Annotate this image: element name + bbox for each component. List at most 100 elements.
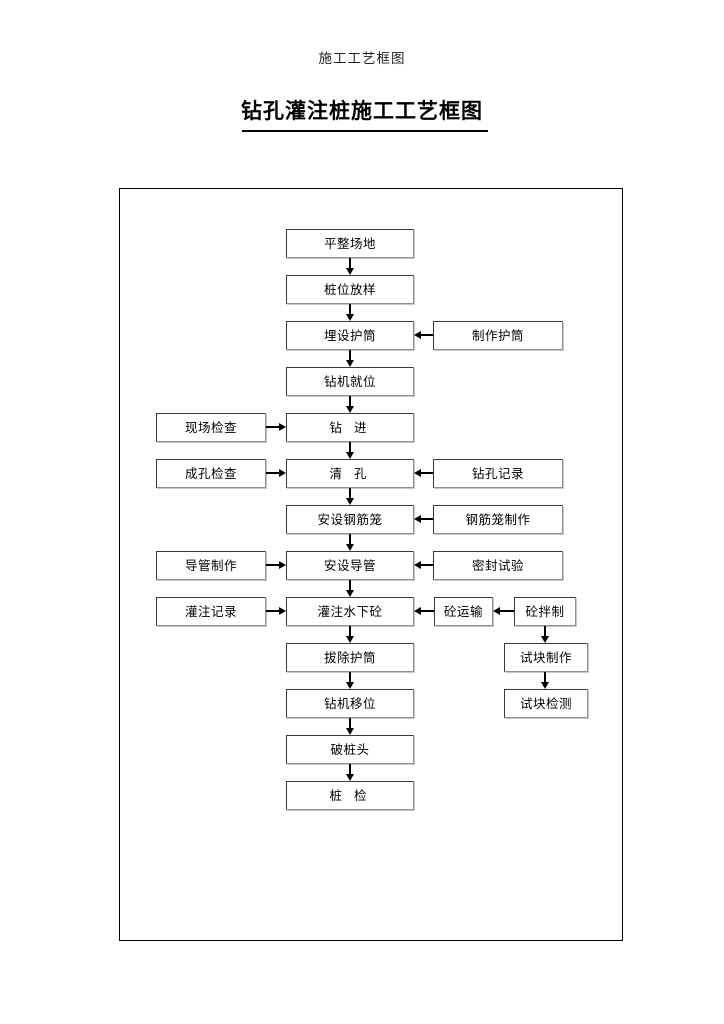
arrow-down-icon — [345, 314, 354, 321]
node-label: 安设钢筋笼 — [317, 511, 383, 527]
connector-vertical — [349, 718, 351, 728]
node-tremie-fab[interactable]: 导管制作 — [156, 551, 266, 580]
connector-vertical — [349, 258, 351, 268]
arrow-down-icon — [345, 498, 354, 505]
node-label: 砼运输 — [443, 603, 483, 619]
node-label: 成孔检查 — [184, 465, 237, 481]
node-label: 埋设护筒 — [323, 327, 376, 343]
node-concrete-transport[interactable]: 砼运输 — [434, 597, 493, 626]
node-label: 试块检测 — [519, 695, 572, 711]
connector-horizontal — [421, 564, 433, 566]
connector-vertical — [349, 626, 351, 636]
node-label: 导管制作 — [184, 557, 237, 573]
node-install-rebar-cage[interactable]: 安设钢筋笼 — [286, 505, 414, 534]
arrow-right-icon — [279, 561, 286, 569]
connector-horizontal — [421, 334, 433, 336]
arrow-right-icon — [279, 423, 286, 431]
node-label: 破桩头 — [330, 741, 370, 757]
arrow-down-icon — [540, 682, 549, 689]
arrow-left-icon — [414, 469, 421, 477]
arrow-down-icon — [345, 452, 354, 459]
node-drill-in-position[interactable]: 钻机就位 — [286, 367, 414, 396]
node-label: 钢筋笼制作 — [465, 511, 531, 527]
connector-vertical — [349, 350, 351, 360]
arrow-down-icon — [345, 360, 354, 367]
node-label: 灌注记录 — [184, 603, 237, 619]
node-specimen-testing[interactable]: 试块检测 — [504, 689, 588, 718]
arrow-left-icon — [414, 607, 421, 615]
connector-vertical — [349, 488, 351, 498]
document-subtitle: 施工工艺框图 — [318, 51, 406, 67]
node-label: 钻 进 — [329, 419, 371, 435]
node-label: 制作护筒 — [471, 327, 524, 343]
connector-vertical — [349, 396, 351, 406]
arrow-down-icon — [540, 636, 549, 643]
arrow-right-icon — [279, 469, 286, 477]
arrow-down-icon — [345, 590, 354, 597]
connector-horizontal — [266, 426, 279, 428]
page-title: 钻孔灌注桩施工工艺框图 — [241, 99, 483, 123]
arrow-down-icon — [345, 544, 354, 551]
node-pile-inspection[interactable]: 桩 检 — [286, 781, 414, 810]
connector-horizontal — [266, 472, 279, 474]
node-label: 桩 检 — [329, 787, 371, 803]
connector-horizontal — [266, 564, 279, 566]
node-pour-underwater[interactable]: 灌注水下砼 — [286, 597, 414, 626]
node-hole-inspection[interactable]: 成孔检查 — [156, 459, 266, 488]
arrow-down-icon — [345, 636, 354, 643]
node-site-inspection[interactable]: 现场检查 — [156, 413, 266, 442]
arrow-left-icon — [493, 607, 500, 615]
node-hole-cleaning[interactable]: 清 孔 — [286, 459, 414, 488]
node-label: 钻机就位 — [323, 373, 376, 389]
connector-vertical — [349, 304, 351, 314]
node-drill-record[interactable]: 钻孔记录 — [433, 459, 563, 488]
flowchart-frame: 平整场地 桩位放样 埋设护筒 钻机就位 钻 进 清 孔 安设钢筋笼 安设导管 灌… — [119, 188, 623, 941]
node-label: 钻机移位 — [323, 695, 376, 711]
connector-vertical — [349, 672, 351, 682]
node-label: 灌注水下砼 — [317, 603, 383, 619]
node-break-pile-head[interactable]: 破桩头 — [286, 735, 414, 764]
connector-vertical — [544, 626, 546, 636]
node-pour-record[interactable]: 灌注记录 — [156, 597, 266, 626]
connector-horizontal — [421, 610, 434, 612]
arrow-down-icon — [345, 682, 354, 689]
arrow-down-icon — [345, 406, 354, 413]
node-concrete-mixing[interactable]: 砼拌制 — [514, 597, 576, 626]
node-move-drill[interactable]: 钻机移位 — [286, 689, 414, 718]
node-remove-casing[interactable]: 拔除护筒 — [286, 643, 414, 672]
node-label: 桩位放样 — [323, 281, 376, 297]
arrow-left-icon — [414, 515, 421, 523]
connector-vertical — [349, 764, 351, 774]
node-pile-setting-out[interactable]: 桩位放样 — [286, 275, 414, 304]
arrow-right-icon — [279, 607, 286, 615]
connector-vertical — [349, 534, 351, 544]
node-level-ground[interactable]: 平整场地 — [286, 229, 414, 258]
node-install-tremie[interactable]: 安设导管 — [286, 551, 414, 580]
node-label: 现场检查 — [184, 419, 237, 435]
connector-horizontal — [421, 472, 433, 474]
arrow-down-icon — [345, 774, 354, 781]
node-label: 砼拌制 — [525, 603, 565, 619]
connector-horizontal — [500, 610, 514, 612]
node-label: 安设导管 — [323, 557, 376, 573]
arrow-down-icon — [345, 728, 354, 735]
node-rebar-cage-fab[interactable]: 钢筋笼制作 — [433, 505, 563, 534]
node-label: 密封试验 — [471, 557, 524, 573]
connector-vertical — [349, 442, 351, 452]
node-label: 清 孔 — [329, 465, 371, 481]
connector-horizontal — [421, 518, 433, 520]
node-casing-fab[interactable]: 制作护筒 — [433, 321, 563, 350]
arrow-left-icon — [414, 561, 421, 569]
title-underline — [242, 130, 488, 132]
node-embed-casing[interactable]: 埋设护筒 — [286, 321, 414, 350]
node-specimen-making[interactable]: 试块制作 — [504, 643, 588, 672]
connector-horizontal — [266, 610, 279, 612]
node-seal-test[interactable]: 密封试验 — [433, 551, 563, 580]
node-drilling[interactable]: 钻 进 — [286, 413, 414, 442]
arrow-down-icon — [345, 268, 354, 275]
arrow-left-icon — [414, 331, 421, 339]
connector-vertical — [544, 672, 546, 682]
node-label: 钻孔记录 — [471, 465, 524, 481]
connector-vertical — [349, 580, 351, 590]
node-label: 平整场地 — [323, 235, 376, 251]
